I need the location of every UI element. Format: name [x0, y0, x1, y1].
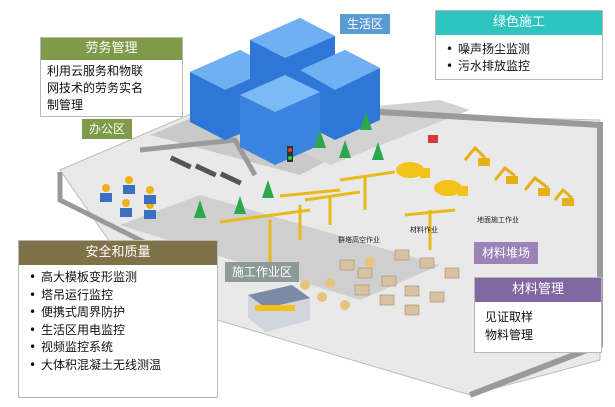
labor-management-panel: 劳务管理 利用云服务和物联 网技术的劳务实名 制管理 — [40, 37, 183, 117]
red-machine-icon — [428, 135, 438, 143]
zone-label-living: 生活区 — [340, 14, 391, 34]
scene-label-material-op: 材料作业 — [410, 226, 438, 234]
material-piles — [339, 249, 460, 316]
list-item: 高大模板变形监测 — [27, 269, 209, 287]
office-wall — [139, 137, 258, 177]
green-construction-list: 噪声扬尘监测 污水排放监控 — [444, 41, 594, 75]
tower-cranes — [219, 170, 456, 275]
list-item: 生活区用电监控 — [27, 322, 209, 340]
safety-quality-panel: 安全和质量 高大模板变形监测 塔吊运行监控 便携式周界防护 生活区用电监控 视频… — [18, 240, 218, 398]
material-line: 见证取样 — [485, 310, 534, 324]
site-wall-left — [57, 172, 162, 253]
scene-label-group-high: 群塔高空作业 — [338, 236, 380, 244]
list-item: 污水排放监控 — [444, 58, 594, 75]
zone-label-work: 施工作业区 — [225, 262, 300, 282]
trees — [194, 112, 384, 218]
labor-line: 制管理 — [47, 98, 84, 112]
green-construction-panel: 绿色施工 噪声扬尘监测 污水排放监控 — [435, 10, 603, 80]
dormitory-buildings — [190, 18, 380, 165]
zone-label-material-yard: 材料堆场 — [474, 242, 539, 264]
labor-line: 网技术的劳务实名 — [47, 81, 144, 95]
material-management-title: 材料管理 — [475, 278, 601, 302]
site-office-building — [248, 285, 310, 332]
barriers — [169, 155, 242, 186]
labor-management-title: 劳务管理 — [41, 38, 182, 60]
zone-label-office: 办公区 — [82, 119, 133, 139]
construction-vehicles — [396, 135, 574, 206]
green-construction-title: 绿色施工 — [436, 11, 602, 35]
buckets — [300, 257, 375, 310]
list-item: 噪声扬尘监测 — [444, 41, 594, 58]
safety-quality-title: 安全和质量 — [19, 241, 217, 265]
labor-line: 利用云服务和物联 — [47, 64, 144, 78]
list-item: 便携式周界防护 — [27, 304, 209, 322]
scene-label-ground-op: 地面施工作业 — [477, 216, 519, 224]
material-line: 物料管理 — [485, 328, 534, 342]
safety-quality-list: 高大模板变形监测 塔吊运行监控 便携式周界防护 生活区用电监控 视频监控系统 大… — [27, 269, 209, 374]
list-item: 大体积混凝土无线测温 — [27, 357, 209, 375]
list-item: 塔吊运行监控 — [27, 287, 209, 305]
office-workers — [100, 176, 156, 219]
site-wall-right — [379, 109, 603, 398]
labor-management-body: 利用云服务和物联 网技术的劳务实名 制管理 — [41, 60, 182, 117]
material-management-panel: 材料管理 见证取样 物料管理 — [474, 277, 602, 353]
list-item: 视频监控系统 — [27, 339, 209, 357]
traffic-light-icon — [287, 146, 293, 162]
